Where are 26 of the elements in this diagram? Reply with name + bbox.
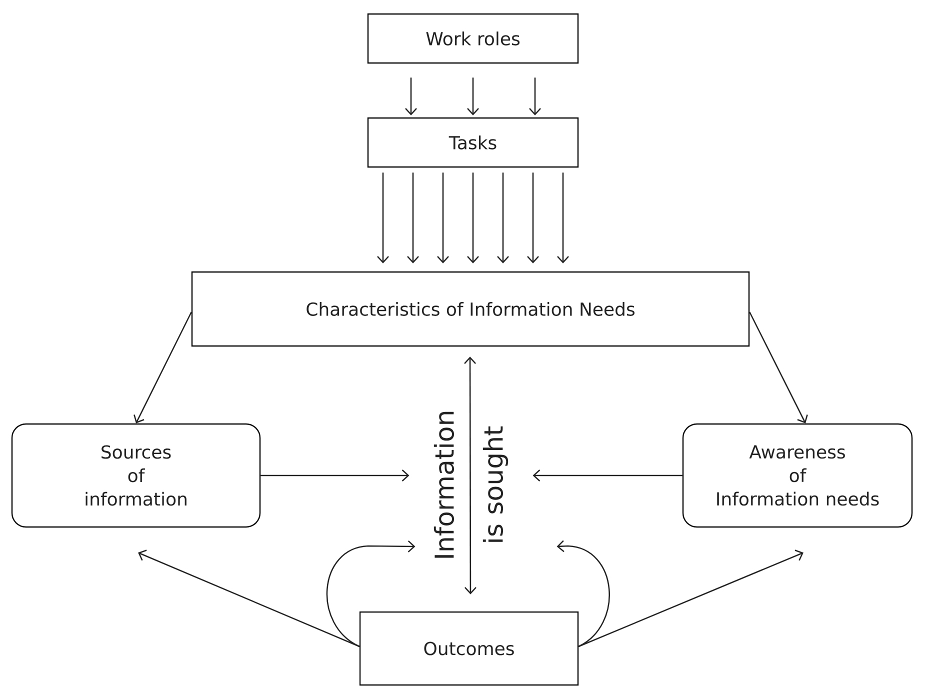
arrow: [532, 470, 682, 482]
arrow: [464, 356, 476, 594]
rotated-label: Information is sought: [434, 412, 508, 558]
arrow: [467, 172, 479, 264]
process-box: Outcomes: [359, 611, 579, 686]
arrow: [134, 312, 192, 424]
arrow: [527, 172, 539, 264]
arrow: [467, 78, 479, 116]
arrow: [138, 550, 360, 648]
curved-arrow: [326, 540, 416, 648]
arrow: [260, 470, 410, 482]
arrow: [377, 172, 389, 264]
process-box: Characteristics of Information Needs: [191, 271, 750, 347]
arrow: [407, 172, 419, 264]
rounded-box: Sources of information: [11, 423, 261, 528]
process-box: Work roles: [367, 13, 579, 64]
process-box: Tasks: [367, 117, 579, 168]
arrow: [437, 172, 449, 264]
arrow: [497, 172, 509, 264]
arrow: [578, 550, 804, 648]
curved-arrow: [556, 540, 610, 648]
arrow: [529, 78, 541, 116]
rounded-box: Awareness of Information needs: [682, 423, 913, 528]
arrow: [405, 78, 417, 116]
arrow: [749, 312, 808, 424]
arrow: [557, 172, 569, 264]
